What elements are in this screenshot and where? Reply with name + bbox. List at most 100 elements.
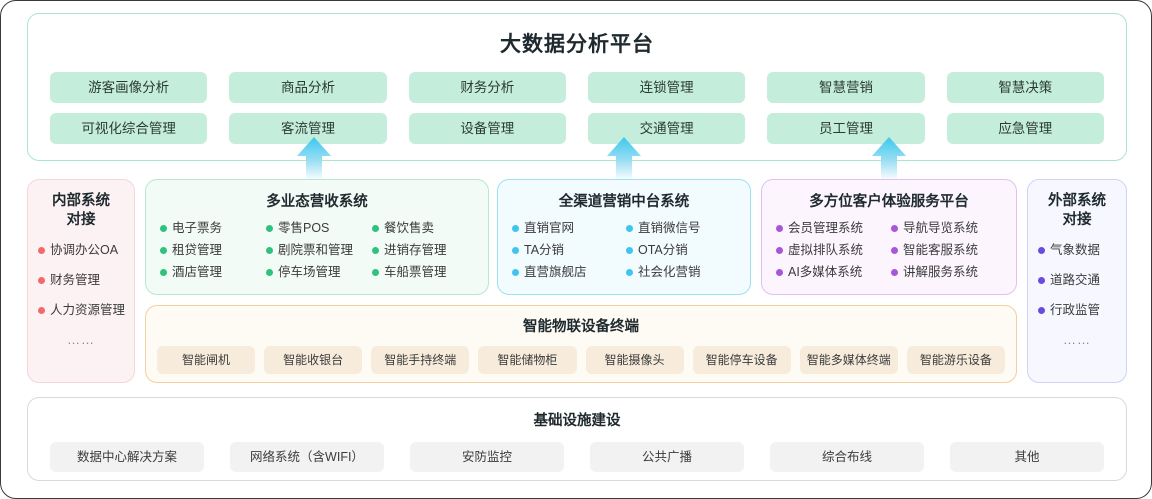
bigdata-pill[interactable]: 智慧营销	[767, 72, 925, 103]
bullet-icon	[776, 247, 783, 254]
list-item-label: 道路交通	[1050, 273, 1101, 287]
bigdata-pill[interactable]: 游客画像分析	[50, 72, 208, 103]
list-item[interactable]: AI多媒体系统	[776, 263, 887, 282]
iot-pill-grid: 智能闸机 智能收银台 智能手持终端 智能储物柜 智能摄像头 智能停车设备 智能多…	[146, 336, 1016, 374]
list-item[interactable]: 餐饮售卖	[372, 219, 474, 238]
bigdata-pill[interactable]: 客流管理	[229, 113, 387, 144]
external-systems-title-line1: 外部系统	[1048, 193, 1106, 209]
bigdata-pill[interactable]: 应急管理	[946, 113, 1104, 144]
iot-pill[interactable]: 智能闸机	[157, 346, 256, 374]
bigdata-pill[interactable]: 可视化综合管理	[50, 113, 208, 144]
list-item-label: 直营旗舰店	[524, 265, 587, 279]
bigdata-pill[interactable]: 连锁管理	[587, 72, 746, 103]
infrastructure-pill[interactable]: 数据中心解决方案	[50, 442, 204, 472]
list-item-label: OTA分销	[638, 243, 688, 257]
list-item[interactable]: 协调办公OA	[38, 242, 134, 258]
list-item[interactable]: 酒店管理	[160, 263, 262, 282]
bigdata-pill[interactable]: 交通管理	[587, 113, 746, 144]
iot-pill[interactable]: 智能游乐设备	[906, 346, 1005, 374]
list-item[interactable]: 直营旗舰店	[512, 263, 622, 282]
list-item-label: 协调办公OA	[50, 243, 119, 257]
bullet-icon	[1038, 246, 1045, 254]
experience-platform-title: 多方位客户体验服务平台	[809, 194, 969, 210]
external-systems-panel: 外部系统 对接 气象数据 道路交通 行政监管 ……	[1027, 179, 1127, 383]
infrastructure-pill[interactable]: 其他	[950, 442, 1104, 472]
list-item[interactable]: 租贷管理	[160, 241, 262, 260]
bigdata-platform-panel: 大数据分析平台 游客画像分析 商品分析 财务分析 连锁管理 智慧营销 智慧决策 …	[27, 13, 1127, 161]
list-item[interactable]: 停车场管理	[266, 263, 368, 282]
list-item[interactable]: OTA分销	[626, 241, 736, 260]
list-item[interactable]: 会员管理系统	[776, 219, 887, 238]
revenue-system-items: 电子票务 零售POS 餐饮售卖 租贷管理 剧院票和管理 进销存管理 酒店管理 停…	[146, 211, 488, 282]
list-item[interactable]: 导航导览系统	[891, 219, 1002, 238]
infrastructure-pill[interactable]: 网络系统（含WIFI）	[230, 442, 384, 472]
bullet-icon	[512, 247, 519, 254]
list-item[interactable]: 人力资源管理	[38, 302, 134, 318]
list-item-label: TA分销	[524, 243, 565, 257]
infrastructure-pill[interactable]: 安防监控	[410, 442, 564, 472]
list-item-label: 行政监管	[1050, 303, 1101, 317]
list-item[interactable]: 直销微信号	[626, 219, 736, 238]
iot-pill[interactable]: 智能手持终端	[371, 346, 470, 374]
list-item[interactable]: 讲解服务系统	[891, 263, 1002, 282]
list-item-label: 酒店管理	[172, 265, 223, 279]
list-item-label: 车船票管理	[384, 265, 447, 279]
iot-pill[interactable]: 智能多媒体终端	[799, 346, 898, 374]
iot-terminals-panel: 智能物联设备终端 智能闸机 智能收银台 智能手持终端 智能储物柜 智能摄像头 智…	[145, 305, 1017, 383]
bullet-icon	[626, 225, 633, 232]
bigdata-pill[interactable]: 设备管理	[408, 113, 566, 144]
list-item[interactable]: 社会化营销	[626, 263, 736, 282]
bullet-icon	[891, 247, 898, 254]
bigdata-pill[interactable]: 员工管理	[767, 113, 925, 144]
list-item[interactable]: 剧院票和管理	[266, 241, 368, 260]
bullet-icon	[626, 247, 633, 254]
bullet-icon	[512, 269, 519, 276]
list-item[interactable]: 行政监管	[1038, 302, 1126, 318]
iot-pill[interactable]: 智能摄像头	[585, 346, 684, 374]
external-systems-title: 外部系统 对接	[1028, 180, 1126, 230]
bigdata-pill-grid: 游客画像分析 商品分析 财务分析 连锁管理 智慧营销 智慧决策 可视化综合管理 …	[28, 58, 1126, 144]
bigdata-pill[interactable]: 财务分析	[408, 72, 566, 103]
revenue-system-title: 多业态营收系统	[266, 194, 368, 210]
list-item[interactable]: 道路交通	[1038, 272, 1126, 288]
internal-systems-title-line2: 对接	[66, 212, 96, 228]
bullet-icon	[266, 247, 273, 254]
external-systems-title-line2: 对接	[1062, 212, 1092, 228]
list-item-label: 零售POS	[278, 221, 330, 235]
bullet-icon	[266, 269, 273, 276]
list-item[interactable]: 进销存管理	[372, 241, 474, 260]
list-item-label: 直销官网	[524, 221, 575, 235]
internal-systems-panel: 内部系统 对接 协调办公OA 财务管理 人力资源管理 ……	[27, 179, 135, 383]
iot-pill[interactable]: 智能收银台	[264, 346, 363, 374]
marketing-system-items: 直销官网 直销微信号 TA分销 OTA分销 直营旗舰店 社会化营销	[498, 211, 750, 282]
list-item-label: 智能客服系统	[903, 243, 979, 257]
bullet-icon	[38, 276, 45, 284]
list-item[interactable]: 虚拟排队系统	[776, 241, 887, 260]
list-item[interactable]: TA分销	[512, 241, 622, 260]
up-arrow-marketing	[607, 137, 641, 181]
bullet-icon	[372, 269, 379, 276]
marketing-system-title: 全渠道营销中台系统	[558, 194, 690, 210]
list-item[interactable]: 零售POS	[266, 219, 368, 238]
list-item[interactable]: 电子票务	[160, 219, 262, 238]
up-arrow-revenue	[297, 137, 331, 181]
infrastructure-pill[interactable]: 公共广播	[590, 442, 744, 472]
list-item[interactable]: 车船票管理	[372, 263, 474, 282]
bullet-icon	[626, 269, 633, 276]
list-item-label: 剧院票和管理	[278, 243, 354, 257]
up-arrow-experience	[872, 137, 906, 181]
list-item[interactable]: 财务管理	[38, 272, 134, 288]
bigdata-pill[interactable]: 商品分析	[229, 72, 387, 103]
list-item[interactable]: 智能客服系统	[891, 241, 1002, 260]
infrastructure-pill-grid: 数据中心解决方案 网络系统（含WIFI） 安防监控 公共广播 综合布线 其他	[28, 430, 1126, 472]
infrastructure-pill[interactable]: 综合布线	[770, 442, 924, 472]
internal-systems-list: 协调办公OA 财务管理 人力资源管理	[28, 230, 134, 318]
bigdata-pill[interactable]: 智慧决策	[946, 72, 1104, 103]
internal-systems-title-line1: 内部系统	[52, 193, 110, 209]
list-item[interactable]: 直销官网	[512, 219, 622, 238]
iot-pill[interactable]: 智能停车设备	[692, 346, 791, 374]
marketing-system-panel: 全渠道营销中台系统 直销官网 直销微信号 TA分销 OTA分销 直营旗舰店 社会…	[497, 179, 751, 295]
list-item[interactable]: 气象数据	[1038, 242, 1126, 258]
bullet-icon	[266, 225, 273, 232]
iot-pill[interactable]: 智能储物柜	[478, 346, 577, 374]
